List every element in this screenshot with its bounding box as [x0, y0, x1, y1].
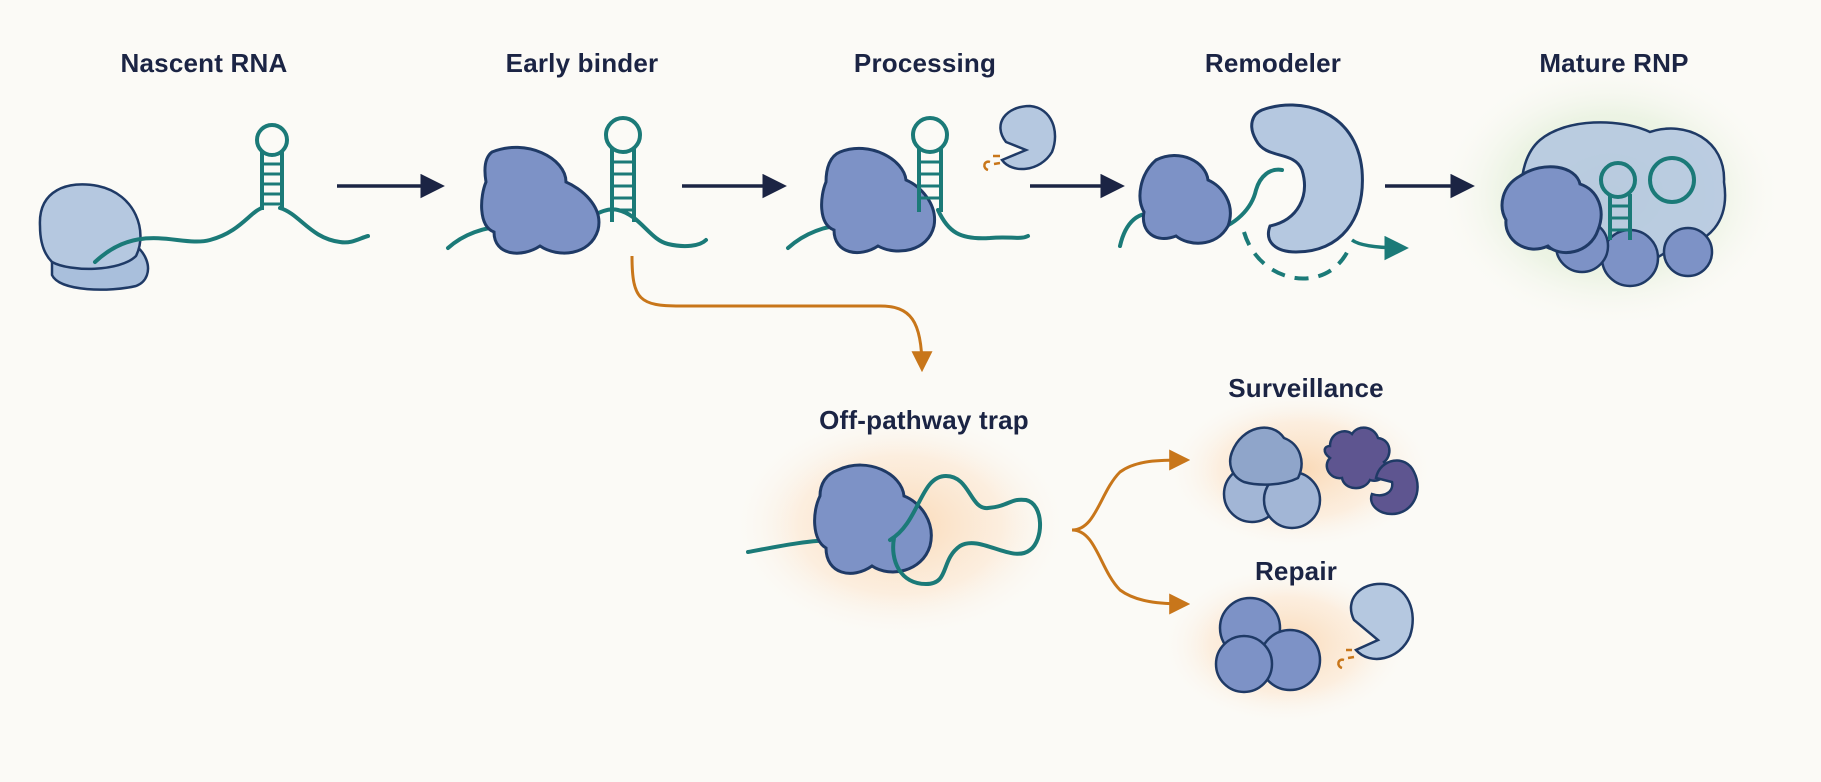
stage-label-early-binder: Early binder	[505, 48, 659, 78]
stage-label-nascent-rna: Nascent RNA	[120, 48, 288, 78]
processing-hairpin	[911, 116, 949, 212]
mature-rnp-complex	[1500, 121, 1727, 288]
stage-label-mature-rnp: Mature RNP	[1539, 48, 1689, 78]
fork-arrow-repair	[1071, 528, 1191, 615]
polymerase-body	[38, 183, 142, 271]
branch-label-surveillance: Surveillance	[1228, 373, 1384, 403]
mature-rna-hairpin	[1599, 156, 1696, 240]
early-binder-hairpin	[604, 116, 642, 222]
trap-protein	[813, 463, 933, 575]
processing-enzyme	[999, 104, 1057, 171]
branch-label-repair: Repair	[1254, 556, 1338, 586]
mature-subunit-2	[1662, 226, 1714, 278]
stage-label-processing: Processing	[853, 48, 997, 78]
processing-protein	[820, 146, 937, 255]
degradation-crescent	[1369, 459, 1419, 516]
branch-arrow-to-trap	[630, 255, 933, 373]
nascent-rna-hairpin	[255, 123, 289, 210]
remodeler-complex	[1118, 103, 1409, 281]
mature-core-protein	[1500, 165, 1603, 255]
trap-misfolded-rna	[888, 473, 1043, 587]
stage-label-remodeler: Remodeler	[1204, 48, 1342, 78]
remodeler-dashed-loop	[1242, 231, 1352, 281]
nascent-rna-strand	[93, 206, 370, 264]
surveillance-cap	[1228, 426, 1303, 486]
remodeler-small-protein	[1138, 154, 1232, 245]
remodeler-clamp	[1250, 103, 1364, 254]
repair-subunit-c	[1214, 634, 1274, 694]
early-binder-complex	[446, 116, 708, 255]
cleavage-fragments	[983, 154, 1001, 172]
repair-fragments	[1337, 648, 1355, 670]
early-binder-protein	[480, 146, 601, 255]
repair-enzyme	[1349, 582, 1414, 661]
off-pathway-trap-complex	[746, 463, 1043, 587]
nascent-rna-complex	[38, 123, 370, 291]
processing-complex	[786, 104, 1057, 255]
branch-label-off-pathway: Off-pathway trap	[819, 405, 1029, 435]
fork-arrow-surveillance	[1071, 449, 1191, 532]
surveillance-complex	[1222, 426, 1419, 530]
remodeler-exit-arrow	[1350, 235, 1409, 261]
repair-complex	[1214, 582, 1414, 694]
